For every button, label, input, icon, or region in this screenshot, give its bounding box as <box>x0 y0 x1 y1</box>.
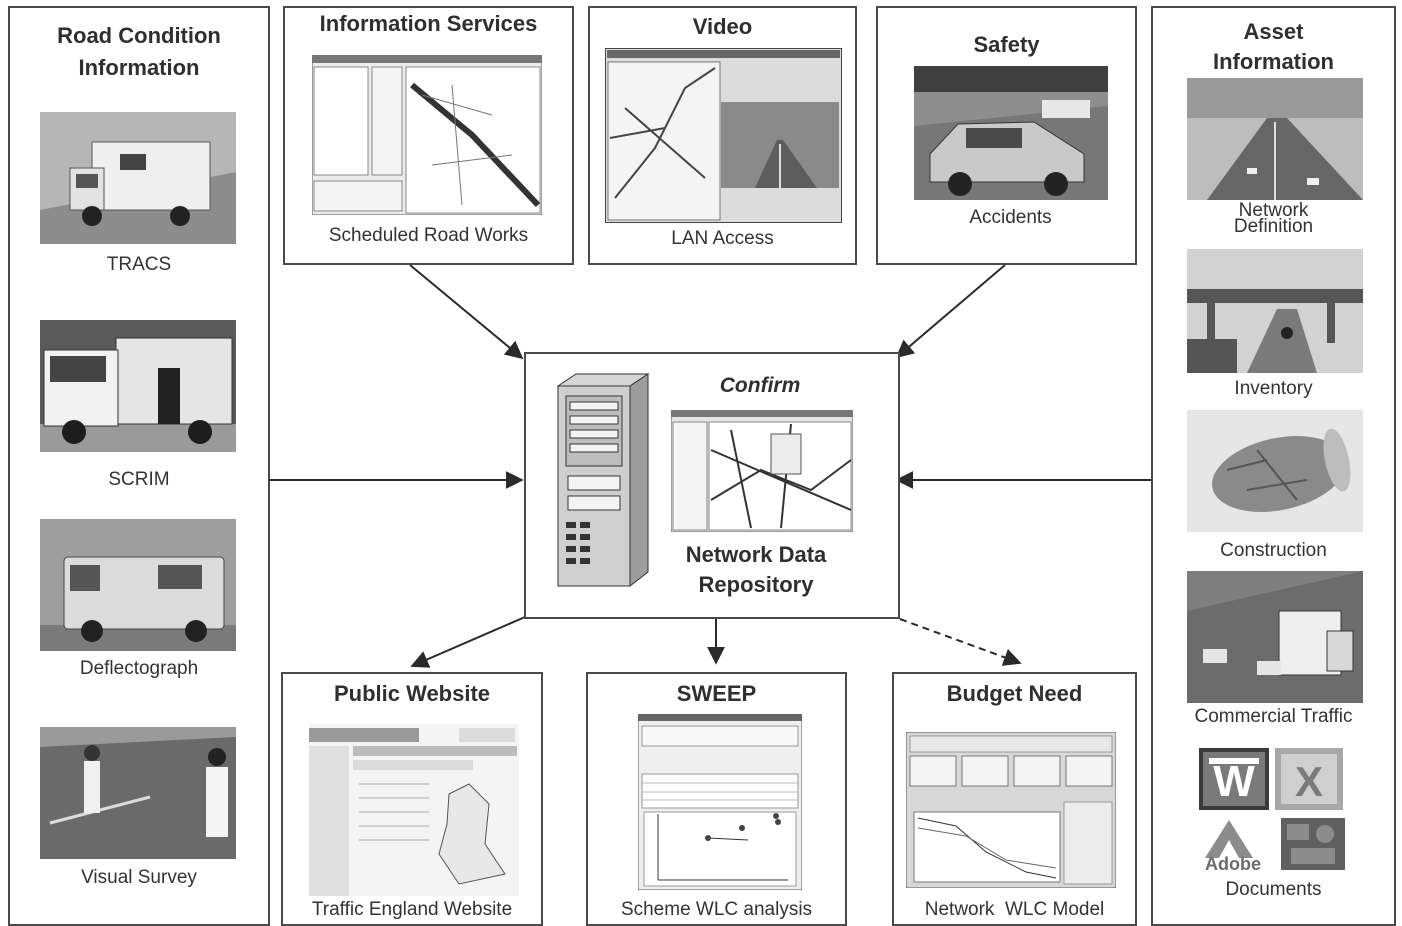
road-works-map-screenshot <box>312 55 542 215</box>
asset-information-panel: Asset Information Network Definition Inv… <box>1151 6 1396 926</box>
accidents-caption: Accidents <box>969 207 1052 228</box>
road-condition-title-line1: Road Condition <box>57 23 221 48</box>
repository-label-line1: Network Data <box>685 542 827 567</box>
arrow-repository-to-budget-need <box>899 618 1022 666</box>
excel-document-icon: X <box>1275 748 1343 810</box>
deflectograph-photo <box>40 519 236 651</box>
public-website-panel: Public Website Traffic England Website <box>281 672 543 926</box>
budget-need-panel: Budget Need Network WLC Model <box>892 672 1137 926</box>
sweep-title: SWEEP <box>676 681 757 706</box>
sweep-panel: SWEEP Scheme WLC analysis <box>586 672 847 926</box>
svg-text:W: W <box>1213 757 1255 806</box>
network-wlc-model-screenshot <box>906 732 1116 888</box>
visual-survey-caption: Visual Survey <box>81 867 197 888</box>
road-condition-title-line2: Information <box>78 55 200 80</box>
visual-survey-photo <box>40 727 236 859</box>
adobe-label: Adobe <box>1205 854 1261 874</box>
budget-need-title: Budget Need <box>946 681 1083 706</box>
information-services-panel: Information Services Scheduled Road Work… <box>283 6 574 265</box>
arrow-info-services-to-repository <box>409 264 524 360</box>
scheduled-road-works-caption: Scheduled Road Works <box>328 225 529 246</box>
inventory-caption: Inventory <box>1234 378 1313 399</box>
arrow-safety-to-repository <box>895 264 1006 359</box>
video-panel: Video LAN Access <box>588 6 857 265</box>
network-definition-photo <box>1187 78 1363 200</box>
safety-panel: Safety Accidents <box>876 6 1137 265</box>
accident-photo <box>914 66 1108 200</box>
commercial-traffic-caption: Commercial Traffic <box>1194 706 1353 727</box>
network-definition-caption-line1: Network <box>1238 200 1309 221</box>
scrim-caption: SCRIM <box>108 469 170 490</box>
commercial-traffic-photo <box>1187 571 1363 703</box>
tracs-photo <box>40 112 236 244</box>
powerpoint-document-icon <box>1281 818 1345 870</box>
server-icon <box>554 372 652 588</box>
scrim-photo <box>40 320 236 452</box>
scheme-wlc-analysis-caption: Scheme WLC analysis <box>620 899 813 920</box>
asset-info-title-line2: Information <box>1213 49 1334 74</box>
confirm-app-name: Confirm <box>719 374 801 397</box>
svg-text:X: X <box>1295 758 1323 805</box>
information-services-title: Information Services <box>319 11 538 36</box>
network-wlc-model-caption: Network WLC Model <box>924 899 1105 920</box>
lan-access-caption: LAN Access <box>671 228 774 249</box>
documents-caption: Documents <box>1225 879 1322 900</box>
traffic-england-website-caption: Traffic England Website <box>311 899 513 920</box>
word-document-icon: W <box>1199 748 1269 810</box>
repository-label-line2: Repository <box>698 572 814 597</box>
public-website-title: Public Website <box>333 681 491 706</box>
video-lan-screenshot <box>605 48 842 223</box>
confirm-map-screenshot <box>671 410 853 532</box>
inventory-photo <box>1187 249 1363 373</box>
sweep-analysis-screenshot <box>638 714 802 890</box>
adobe-acrobat-icon <box>1199 818 1267 860</box>
tracs-caption: TRACS <box>106 254 172 275</box>
network-definition-caption-line2: Definition <box>1233 216 1314 237</box>
safety-title: Safety <box>973 32 1040 57</box>
arrow-repository-to-public-website <box>410 616 526 668</box>
construction-caption: Construction <box>1220 540 1327 561</box>
video-title: Video <box>692 14 753 39</box>
traffic-england-website-screenshot <box>309 724 519 896</box>
network-data-repository-box: Confirm Network Data Repository <box>524 352 900 619</box>
asset-info-title-line1: Asset <box>1243 19 1304 44</box>
construction-photo <box>1187 410 1363 532</box>
road-condition-panel: Road Condition Information TRACS SCRIM <box>8 6 270 926</box>
deflectograph-caption: Deflectograph <box>79 658 199 679</box>
